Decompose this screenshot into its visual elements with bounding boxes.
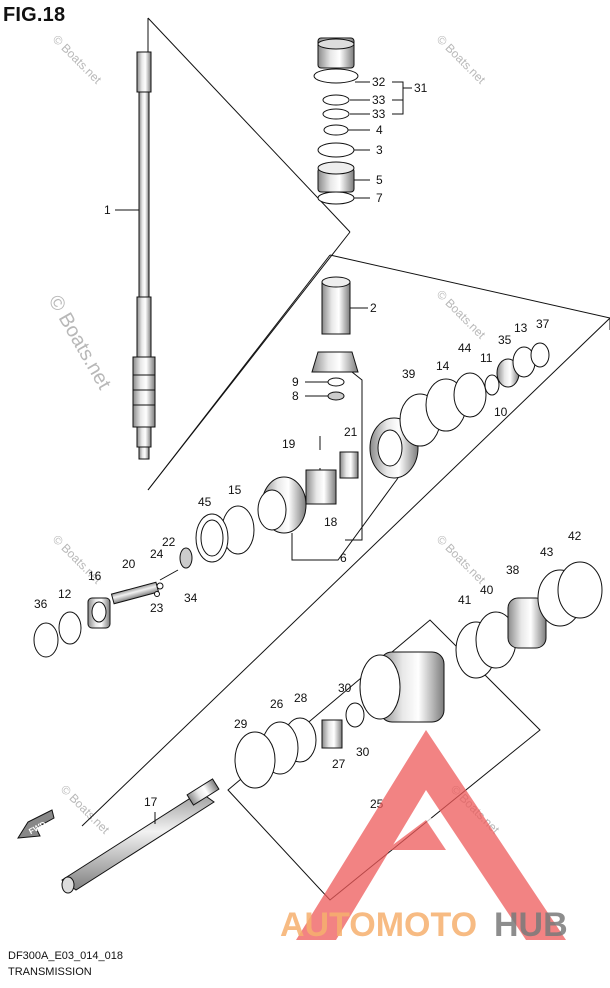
callout-18: 18 [324, 515, 338, 529]
callout-10: 10 [494, 405, 508, 419]
callout-labels: 1 2 3 4 5 6 7 8 9 10 11 12 13 14 15 16 1… [34, 75, 582, 811]
clutch-hub [179, 476, 307, 569]
drive-shaft [115, 51, 156, 460]
callout-17: 17 [144, 795, 158, 809]
fwd-arrow: FWD [17, 809, 55, 839]
brand-name-part2: HUB [494, 906, 568, 944]
watermark-large: © Boats.net [44, 292, 116, 394]
callout-29: 29 [234, 717, 248, 731]
top-bearing-stack [313, 37, 412, 205]
callout-19: 19 [282, 437, 296, 451]
lower-rings [455, 561, 603, 679]
brand-name-part1: AUTOMOTO [280, 906, 477, 944]
callout-43: 43 [540, 545, 554, 559]
figure-title: FIG.18 [3, 4, 66, 26]
figure-name: TRANSMISSION [8, 966, 92, 978]
callout-13: 13 [514, 321, 528, 335]
callout-45: 45 [198, 495, 212, 509]
callout-7: 7 [376, 191, 383, 205]
callout-42: 42 [568, 529, 582, 543]
callout-2: 2 [370, 301, 377, 315]
callout-33b: 33 [372, 107, 386, 121]
upper-rings [399, 342, 550, 447]
propeller-shaft [61, 778, 220, 894]
callout-20: 20 [122, 557, 136, 571]
callout-14: 14 [436, 359, 450, 373]
callout-36: 36 [34, 597, 48, 611]
callout-44: 44 [458, 341, 472, 355]
brand-logo: AUTOMOTO HUB [280, 730, 568, 944]
sleeve-bearing [321, 276, 368, 335]
figure-code: DF300A_E03_014_018 [8, 950, 123, 962]
callout-23: 23 [150, 601, 164, 615]
callout-34: 34 [184, 591, 198, 605]
callout-38: 38 [506, 563, 520, 577]
watermark-small-2: © Boats.net [434, 32, 489, 87]
callout-33a: 33 [372, 93, 386, 107]
callout-30b: 30 [356, 745, 370, 759]
callout-3: 3 [376, 143, 383, 157]
watermark-small-3: © Boats.net [434, 287, 489, 342]
callout-28: 28 [294, 691, 308, 705]
watermark-small-6: © Boats.net [58, 782, 113, 837]
callout-26: 26 [270, 697, 284, 711]
callout-15: 15 [228, 483, 242, 497]
watermark-small-1: © Boats.net [50, 32, 105, 87]
callout-22: 22 [162, 535, 176, 549]
callout-11: 11 [480, 351, 493, 365]
watermark-small-5: © Boats.net [434, 532, 489, 587]
shift-shaft-parts [33, 569, 179, 658]
callout-31: 31 [414, 81, 428, 95]
callout-24: 24 [150, 547, 164, 561]
callout-21: 21 [344, 425, 358, 439]
callout-32: 32 [372, 75, 386, 89]
callout-39: 39 [402, 367, 416, 381]
forward-gear [291, 417, 419, 561]
callout-16: 16 [88, 569, 102, 583]
callout-1: 1 [104, 203, 111, 217]
pinion-gear [305, 351, 363, 541]
callout-40: 40 [480, 583, 494, 597]
callout-35: 35 [498, 333, 512, 347]
callout-27: 27 [332, 757, 346, 771]
callout-9: 9 [292, 375, 299, 389]
frame-lines [81, 17, 610, 901]
callout-6: 6 [340, 551, 347, 565]
callout-5: 5 [376, 173, 383, 187]
callout-37: 37 [536, 317, 550, 331]
callout-30a: 30 [338, 681, 352, 695]
reverse-housing [234, 651, 445, 789]
callout-8: 8 [292, 389, 299, 403]
callout-41: 41 [458, 593, 472, 607]
callout-4: 4 [376, 123, 383, 137]
callout-12: 12 [58, 587, 72, 601]
